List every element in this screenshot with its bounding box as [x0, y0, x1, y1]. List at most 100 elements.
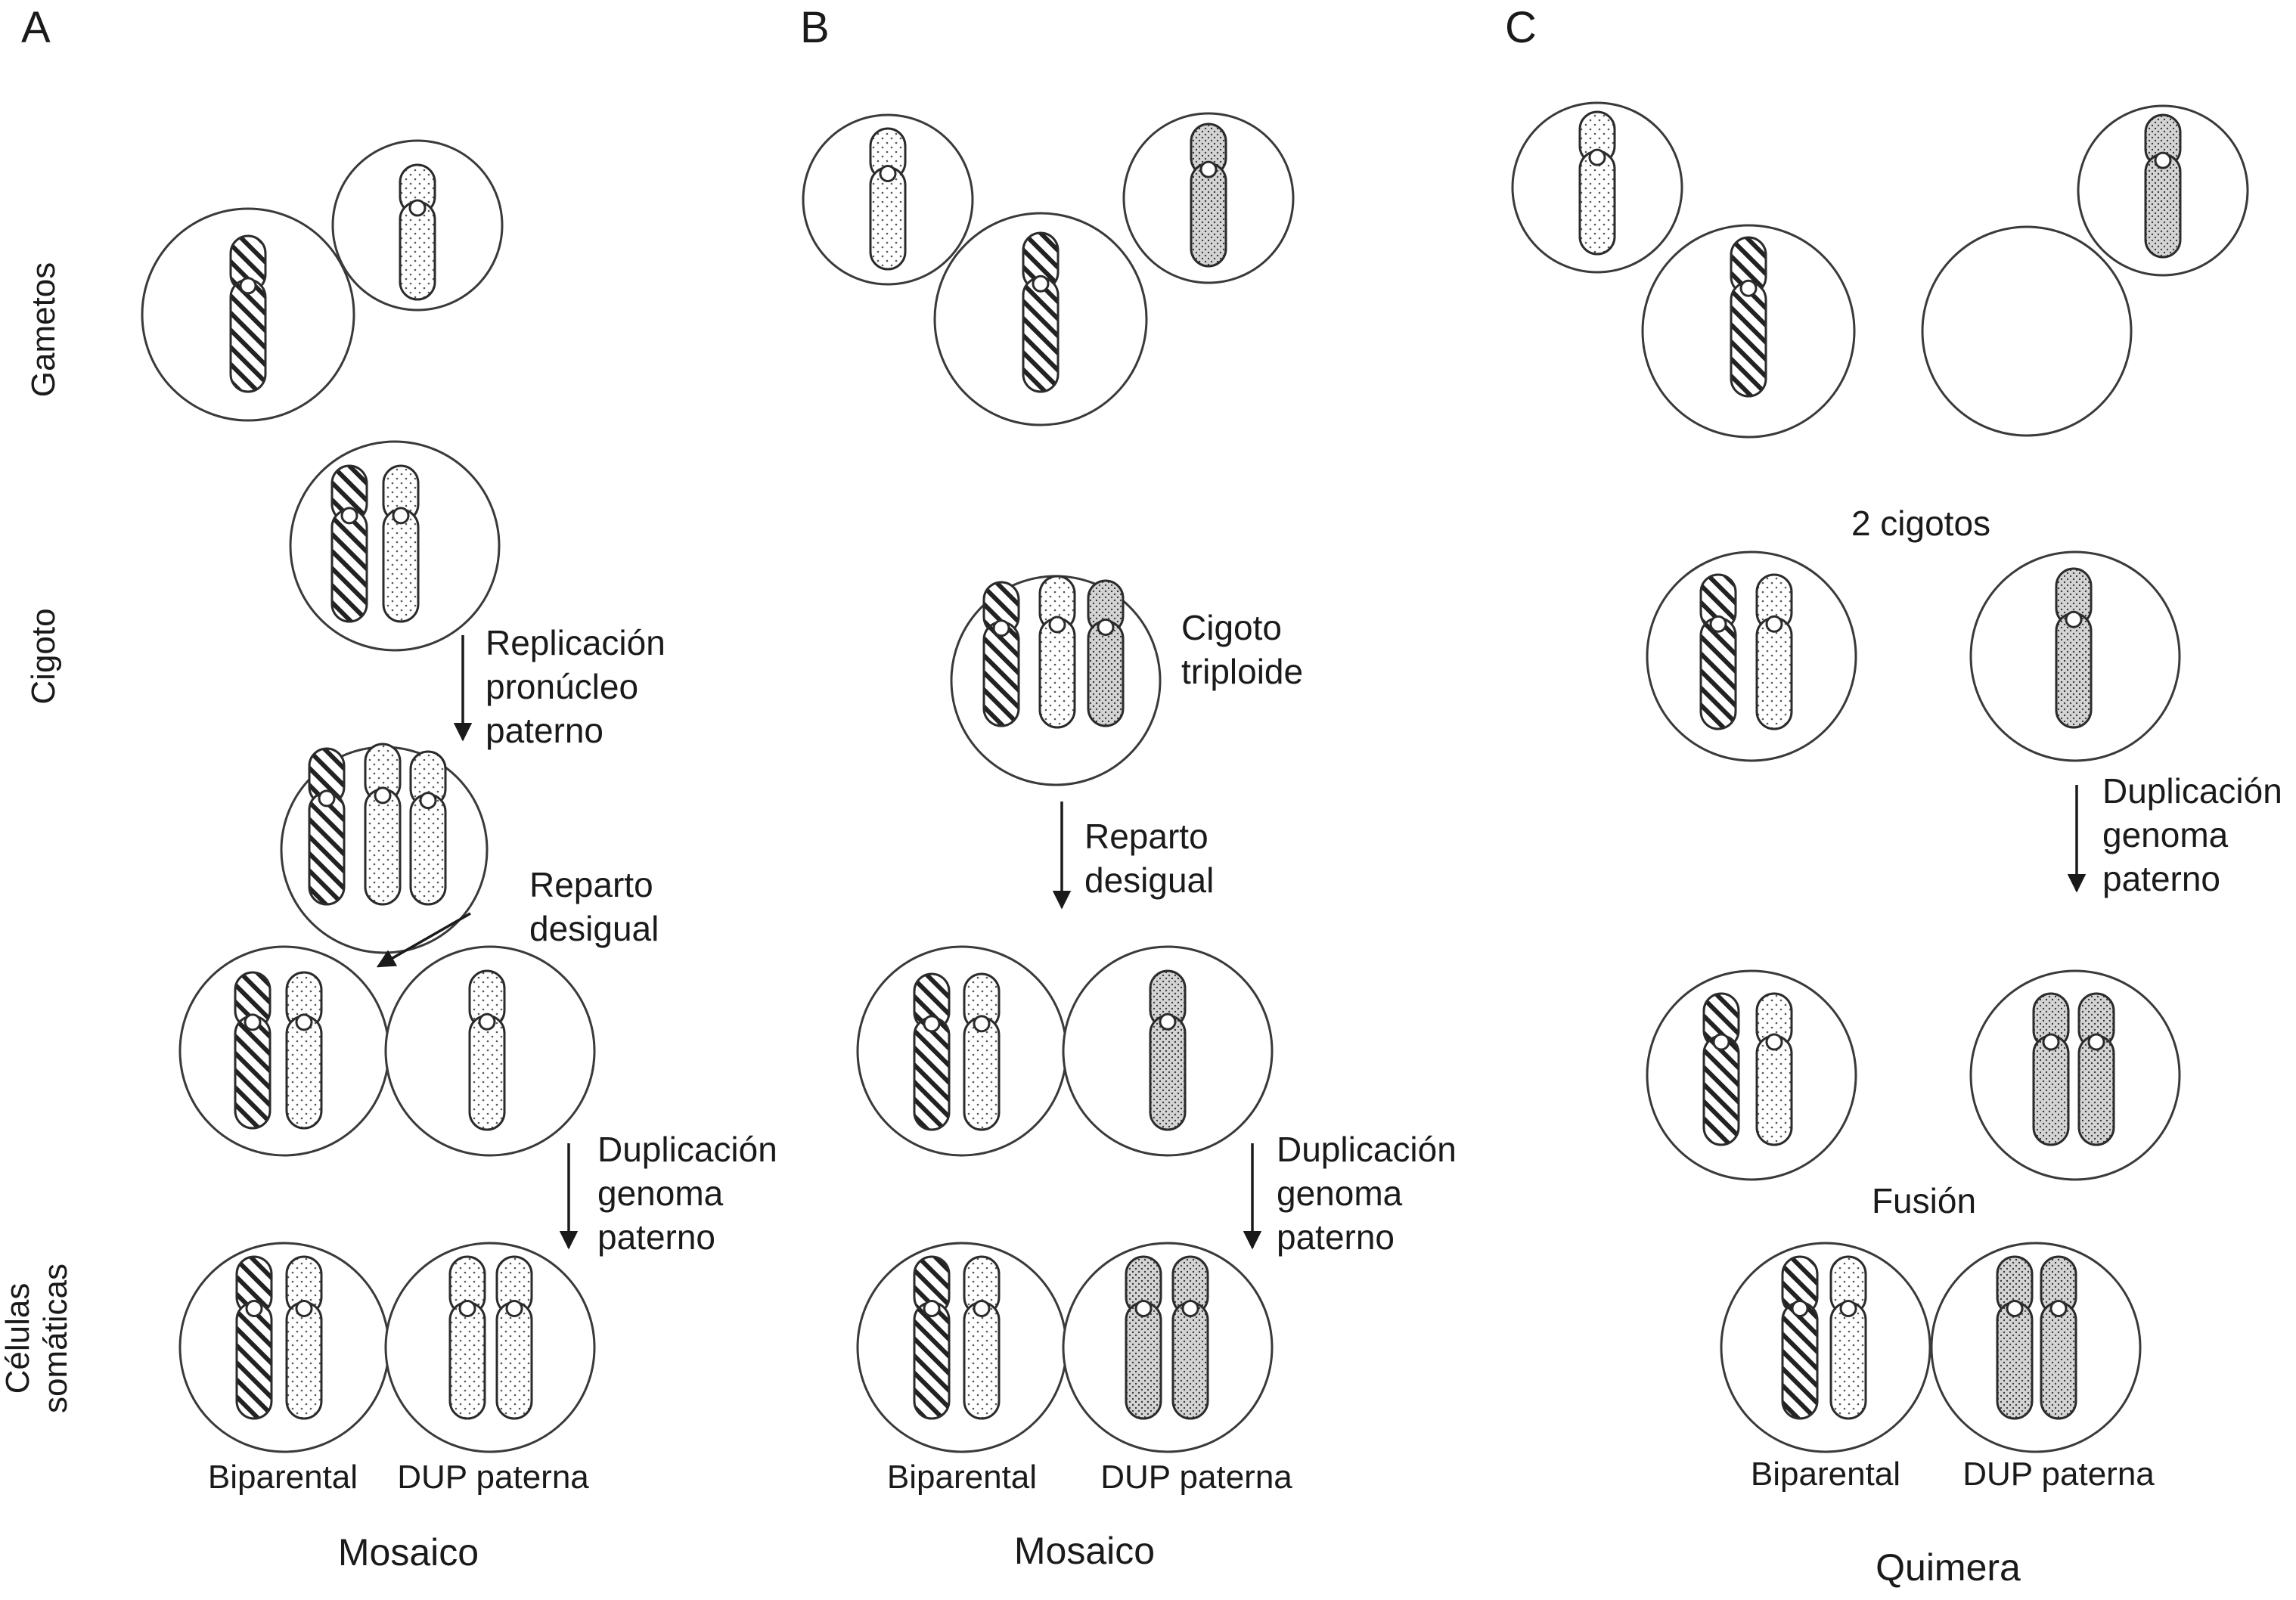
c-zygote-biparental-chromosome-2 — [1755, 573, 1793, 730]
a-replicated-zygote — [280, 743, 489, 954]
a-daughter-biparental — [178, 945, 390, 1157]
a-somatic-biparental-chromosome-2 — [285, 1255, 323, 1420]
c-fusion-label: Fusión — [1872, 1181, 1976, 1220]
a-duplication-line2: genoma — [597, 1174, 724, 1213]
a-daughter-paternal — [384, 945, 596, 1157]
a-somatic-dup — [384, 1242, 596, 1453]
c-duplicated-paternal-chromosome-1 — [2032, 992, 2070, 1146]
b-somatic-dup — [1062, 1242, 1274, 1453]
c-zygote-paternal-chromosome-1 — [2055, 567, 2093, 729]
a-bottom-label: Mosaico — [338, 1531, 479, 1574]
c-duplication-line3: paterno — [2102, 859, 2220, 898]
b-somatic-dup-chromosome-1 — [1125, 1255, 1162, 1420]
c-gamete-paternal-1-chromosome-1 — [1578, 110, 1616, 256]
c-empty-oocyte — [1921, 225, 2133, 437]
c-duplicated-biparental — [1646, 969, 1857, 1181]
c-duplication-line1: Duplicación — [2102, 771, 2282, 811]
a-duplication-line3: paterno — [597, 1217, 715, 1257]
b-somatic-biparental-chromosome-1 — [913, 1255, 951, 1420]
b-bottom-label: Mosaico — [1014, 1530, 1155, 1572]
c-chimera-paternal-chromosome-2 — [2040, 1255, 2077, 1420]
a-unequal-line2: desigual — [529, 909, 659, 948]
a-replication-line2: pronúcleo — [486, 667, 638, 706]
c-zygote-biparental — [1646, 550, 1857, 762]
a-replicated-zygote-chromosome-1 — [308, 747, 346, 906]
c-duplicated-paternal — [1969, 969, 2181, 1181]
b-somatic-biparental-chromosome-2 — [963, 1255, 1001, 1420]
b-triploid-zygote — [950, 575, 1162, 786]
c-biparental-label: Biparental — [1751, 1456, 1900, 1493]
b-unequal-line1: Reparto — [1084, 817, 1209, 856]
b-gamete-paternal-2-chromosome-1 — [1190, 122, 1227, 268]
panel-b-letter: B — [800, 3, 830, 52]
b-dup-label: DUP paterna — [1100, 1459, 1292, 1496]
c-zygote-biparental-chromosome-1 — [1699, 573, 1737, 730]
b-daughter-biparental-chromosome-2 — [963, 972, 1001, 1131]
row-label-zygote: Cigoto — [25, 608, 62, 704]
b-duplication-line2: genoma — [1277, 1174, 1403, 1213]
a-somatic-dup-chromosome-1 — [448, 1255, 486, 1420]
c-gamete-paternal-1 — [1511, 101, 1683, 274]
a-unequal-line1: Reparto — [529, 865, 653, 904]
a-daughter-paternal-chromosome-1 — [468, 969, 506, 1131]
a-gamete-paternal — [331, 139, 504, 312]
a-daughter-biparental-chromosome-1 — [234, 971, 271, 1130]
b-gamete-maternal — [933, 212, 1148, 426]
a-duplication-line1: Duplicación — [597, 1130, 777, 1169]
c-chimera-biparental-chromosome-1 — [1781, 1255, 1819, 1420]
b-duplication-line1: Duplicación — [1277, 1130, 1457, 1169]
panel-c-letter: C — [1505, 3, 1537, 52]
panel-a-letter: A — [21, 3, 51, 52]
a-dup-label: DUP paterna — [397, 1459, 589, 1496]
c-two-zygotes-label: 2 cigotos — [1851, 504, 1990, 543]
b-gamete-paternal-1-chromosome-1 — [869, 127, 907, 271]
a-replicated-zygote-chromosome-2 — [364, 743, 402, 906]
b-zygote-line1: Cigoto — [1181, 608, 1282, 647]
b-unequal-line2: desigual — [1084, 860, 1214, 900]
c-chimera-biparental — [1720, 1242, 1931, 1453]
b-daughter-paternal-chromosome-1 — [1149, 969, 1187, 1131]
a-replication-line3: paterno — [486, 711, 603, 750]
a-replicated-zygote-chromosome-3 — [409, 750, 447, 906]
c-chimera-paternal — [1930, 1242, 2142, 1453]
a-replication-line1: Replicación — [486, 623, 666, 662]
a-somatic-biparental — [178, 1242, 390, 1453]
b-gamete-paternal-1 — [802, 113, 974, 286]
c-gamete-maternal-chromosome-1 — [1730, 236, 1767, 398]
a-daughter-biparental-chromosome-2 — [285, 971, 323, 1130]
a-gamete-paternal-chromosome-1 — [399, 163, 436, 301]
c-duplicated-paternal-chromosome-2 — [2077, 992, 2115, 1146]
c-duplication-line2: genoma — [2102, 815, 2229, 854]
c-gamete-paternal-2-chromosome-1 — [2144, 113, 2182, 259]
a-somatic-dup-chromosome-2 — [495, 1255, 533, 1420]
b-biparental-label: Biparental — [887, 1459, 1037, 1496]
c-zygote-paternal — [1969, 550, 2181, 762]
row-label-somatic-2: somáticas — [37, 1264, 74, 1413]
b-triploid-zygote-chromosome-2 — [1038, 575, 1076, 729]
b-gamete-paternal-2 — [1122, 112, 1295, 284]
a-somatic-biparental-chromosome-1 — [235, 1255, 273, 1420]
b-triploid-zygote-chromosome-3 — [1087, 579, 1125, 727]
b-daughter-biparental — [856, 945, 1068, 1157]
c-chimera-paternal-chromosome-1 — [1996, 1255, 2034, 1420]
b-daughter-paternal — [1062, 945, 1274, 1157]
cells-layer — [141, 101, 2249, 1453]
a-gamete-maternal-chromosome-1 — [229, 234, 267, 393]
b-zygote-line2: triploide — [1181, 652, 1303, 691]
b-somatic-dup-chromosome-2 — [1171, 1255, 1209, 1420]
a-zygote — [289, 440, 501, 652]
c-gamete-paternal-2 — [2077, 104, 2249, 277]
c-duplicated-biparental-chromosome-2 — [1755, 992, 1793, 1146]
c-gamete-maternal — [1641, 224, 1856, 439]
b-daughter-biparental-chromosome-1 — [913, 972, 951, 1131]
c-bottom-label: Quimera — [1876, 1546, 2021, 1589]
b-gamete-maternal-chromosome-1 — [1022, 231, 1060, 393]
a-biparental-label: Biparental — [208, 1459, 358, 1496]
a-unequal-arrow — [376, 912, 471, 968]
b-duplication-line3: paterno — [1277, 1217, 1395, 1257]
c-duplicated-biparental-chromosome-1 — [1702, 992, 1740, 1146]
row-label-gametes: Gametos — [25, 262, 62, 398]
a-gamete-maternal — [141, 207, 355, 422]
c-chimera-biparental-chromosome-2 — [1829, 1255, 1867, 1420]
